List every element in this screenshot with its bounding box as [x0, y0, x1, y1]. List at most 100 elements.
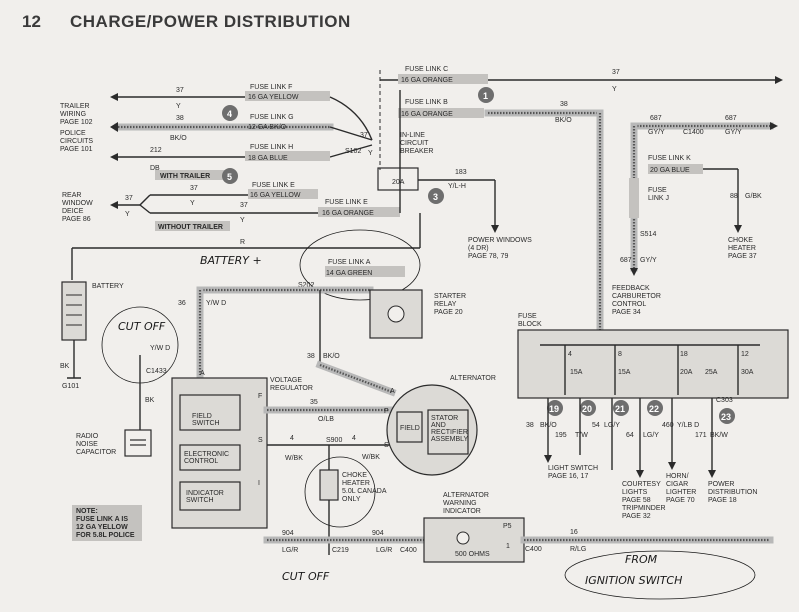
svg-text:37: 37: [176, 87, 184, 94]
svg-text:R: R: [240, 239, 245, 246]
battery: [61, 281, 87, 341]
svg-text:4: 4: [568, 351, 572, 358]
svg-text:O/LB: O/LB: [318, 416, 334, 423]
svg-text:18: 18: [680, 351, 688, 358]
svg-text:15A: 15A: [618, 369, 631, 376]
circled-choke: [304, 456, 376, 528]
svg-text:FUSE LINK E: FUSE LINK E: [252, 182, 295, 189]
svg-text:21: 21: [615, 404, 625, 414]
svg-text:5: 5: [227, 172, 232, 182]
inline-breaker: [377, 167, 419, 191]
svg-text:20: 20: [582, 404, 592, 414]
svg-text:BK/O: BK/O: [170, 135, 187, 142]
svg-text:64: 64: [626, 432, 634, 439]
page-number: 12: [22, 12, 41, 31]
circle-1: [478, 87, 494, 103]
svg-text:IGNITION SWITCH: IGNITION SWITCH: [585, 574, 682, 587]
svg-text:20A: 20A: [680, 369, 693, 376]
svg-text:FROM: FROM: [625, 553, 658, 566]
svg-text:S202: S202: [298, 282, 314, 289]
svg-text:16 GA YELLOW: 16 GA YELLOW: [250, 192, 301, 199]
svg-text:212: 212: [150, 147, 162, 154]
svg-text:LG/R: LG/R: [282, 547, 298, 554]
svg-text:WITH TRAILER: WITH TRAILER: [160, 173, 210, 180]
svg-text:BK: BK: [145, 397, 155, 404]
svg-text:Y/L-H: Y/L-H: [448, 183, 466, 190]
svg-text:S514: S514: [640, 231, 656, 238]
svg-text:687: 687: [620, 257, 632, 264]
svg-text:460: 460: [662, 422, 674, 429]
fuse-link-name: FUSE LINK B: [405, 99, 448, 106]
svg-text:Y: Y: [176, 103, 181, 110]
svg-text:ALTERNATOR: ALTERNATOR: [450, 375, 496, 382]
svg-text:Y/LB D: Y/LB D: [677, 422, 699, 429]
svg-text:GY/Y: GY/Y: [725, 129, 742, 136]
svg-text:195: 195: [555, 432, 567, 439]
svg-text:500 OHMS: 500 OHMS: [455, 551, 490, 558]
circled-annotation: [299, 229, 421, 301]
svg-text:30A: 30A: [741, 369, 754, 376]
circle-21: [613, 400, 629, 416]
arrow-left-icon: [110, 93, 118, 101]
svg-text:LG/Y: LG/Y: [604, 422, 620, 429]
wire-label: 38: [560, 101, 568, 108]
svg-text:8: 8: [618, 351, 622, 358]
svg-text:BK/O: BK/O: [323, 353, 340, 360]
handwritten-cut-off: CUT OFF: [118, 320, 166, 333]
fuse-link-name: FUSE LINK C: [405, 66, 448, 73]
with-trailer-tag: [155, 170, 225, 180]
svg-text:14 GA GREEN: 14 GA GREEN: [326, 270, 372, 277]
warning-lamp-icon: [456, 531, 470, 545]
circle-22: [647, 400, 663, 416]
svg-text:3: 3: [433, 192, 438, 202]
svg-text:37: 37: [125, 195, 133, 202]
fuse-link-spec: 12 GA BK/O: [248, 124, 287, 131]
svg-text:BK/W: BK/W: [710, 432, 728, 439]
svg-text:LG/R: LG/R: [376, 547, 392, 554]
svg-text:25A: 25A: [705, 369, 718, 376]
svg-text:1: 1: [506, 543, 510, 550]
svg-text:GY/Y: GY/Y: [648, 129, 665, 136]
circle-19: [547, 400, 563, 416]
circle-3: [428, 188, 444, 204]
svg-text:Y/W D: Y/W D: [206, 300, 226, 307]
svg-text:T/W: T/W: [575, 432, 588, 439]
svg-text:12: 12: [741, 351, 749, 358]
svg-text:4: 4: [290, 435, 294, 442]
svg-text:Y: Y: [368, 150, 373, 157]
svg-text:20 GA BLUE: 20 GA BLUE: [650, 167, 690, 174]
svg-text:C219: C219: [332, 547, 349, 554]
svg-text:LG/Y: LG/Y: [643, 432, 659, 439]
svg-text:37: 37: [190, 185, 198, 192]
svg-text:35: 35: [310, 399, 318, 406]
without-trailer-tag: [155, 221, 230, 231]
fuse-link-spec: 16 GA YELLOW: [248, 94, 299, 101]
svg-text:687: 687: [650, 115, 662, 122]
radio-noise-capacitor: [124, 429, 152, 457]
svg-text:A: A: [200, 370, 205, 377]
svg-text:FUSE LINK E: FUSE LINK E: [325, 199, 368, 206]
alternator-warning-indicator: [423, 517, 525, 563]
svg-text:904: 904: [372, 530, 384, 537]
svg-text:1: 1: [483, 91, 488, 101]
svg-text:S: S: [258, 437, 263, 444]
fuse-link-c: [398, 74, 488, 84]
svg-text:C1433: C1433: [146, 368, 167, 375]
svg-text:Y: Y: [190, 200, 195, 207]
